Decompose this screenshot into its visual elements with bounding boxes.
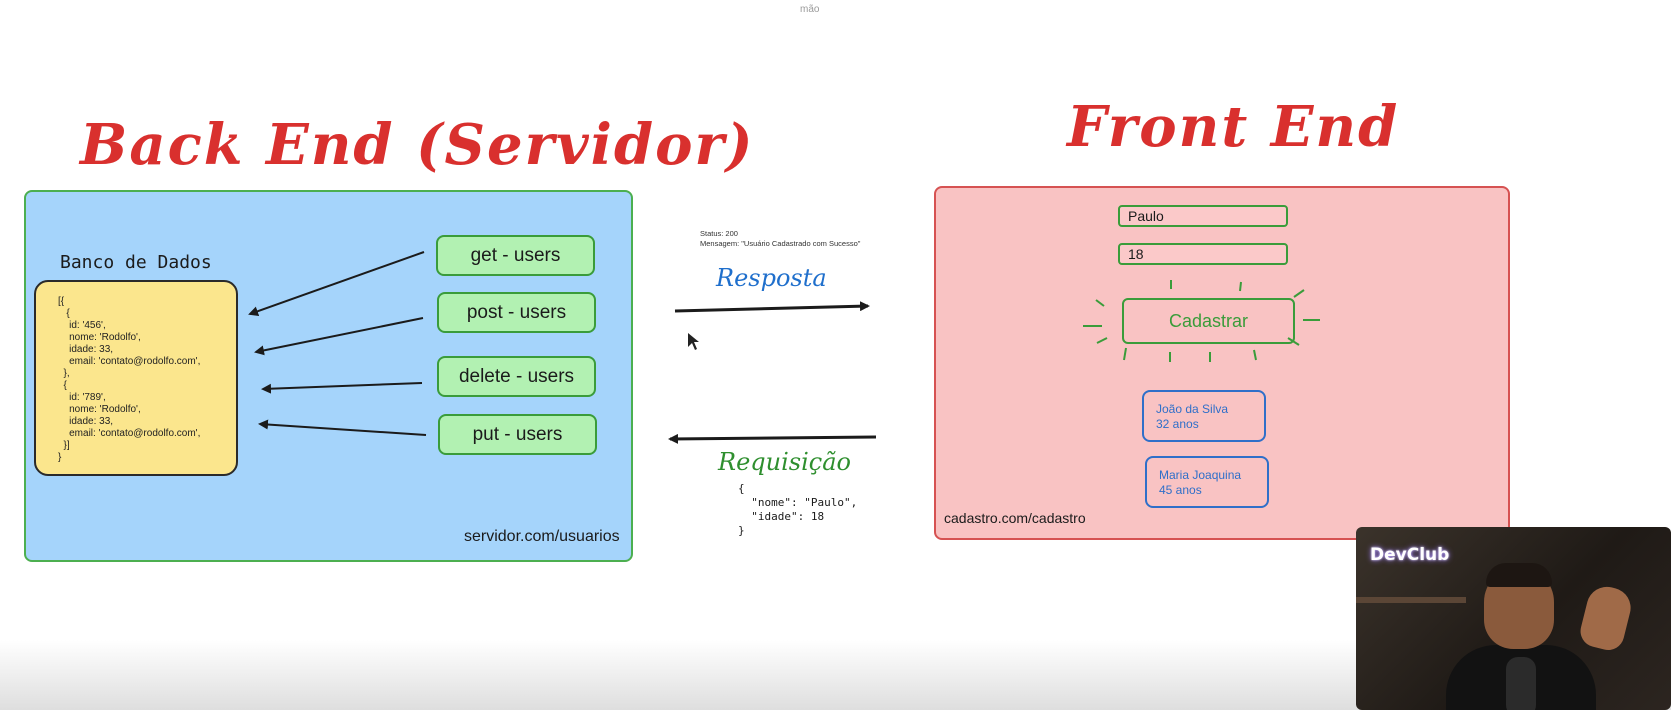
request-label: Requisição [718,448,851,476]
response-status: Status: 200 Mensagem: "Usuário Cadastrad… [700,229,860,249]
arrow-post-to-db [254,317,424,356]
cadastrar-button[interactable]: Cadastrar [1122,298,1295,344]
request-arrow [668,433,877,444]
route-delete-users[interactable]: delete - users [437,356,596,397]
presenter-hand [1577,582,1635,654]
response-label: Resposta [716,264,827,292]
name-input[interactable]: Paulo [1118,205,1288,227]
toolbar-hint: mão [800,4,820,15]
message-line: Mensagem: "Usuário Cadastrado com Sucess… [700,239,861,248]
arrow-delete-to-db [261,382,423,394]
microphone-icon [1506,657,1536,710]
user-card[interactable]: Maria Joaquina 45 anos [1145,456,1269,508]
user-age: 45 anos [1159,483,1202,497]
user-name: Maria Joaquina [1159,468,1242,482]
background-shelf [1356,597,1466,603]
devclub-logo: DevClub [1370,545,1450,565]
database-json: [{ { id: '456', nome: 'Rodolfo', idade: … [58,296,201,463]
user-card[interactable]: João da Silva 32 anos [1142,390,1266,442]
arrow-get-to-db [248,251,425,317]
presenter-hair [1486,563,1552,587]
backend-title: Back End (Servidor) [80,112,755,178]
backend-url: servidor.com/usuarios [464,528,620,545]
status-line: Status: 200 [700,229,738,238]
route-get-users[interactable]: get - users [436,235,595,276]
frontend-title: Front End [1067,94,1400,160]
user-name: João da Silva [1156,402,1229,416]
request-body: { "nome": "Paulo", "idade": 18 } [738,482,858,537]
button-highlight-rays [1083,280,1320,362]
frontend-url: cadastro.com/cadastro [944,510,1086,526]
database-title: Banco de Dados [60,252,212,273]
route-put-users[interactable]: put - users [438,414,597,455]
arrow-put-to-db [258,419,427,436]
user-age: 32 anos [1156,417,1199,431]
webcam-overlay: DevClub [1356,527,1671,710]
response-arrow [674,301,870,313]
database-box[interactable] [34,280,238,476]
cursor-icon [688,333,699,350]
route-post-users[interactable]: post - users [437,292,596,333]
age-input[interactable]: 18 [1118,243,1288,265]
